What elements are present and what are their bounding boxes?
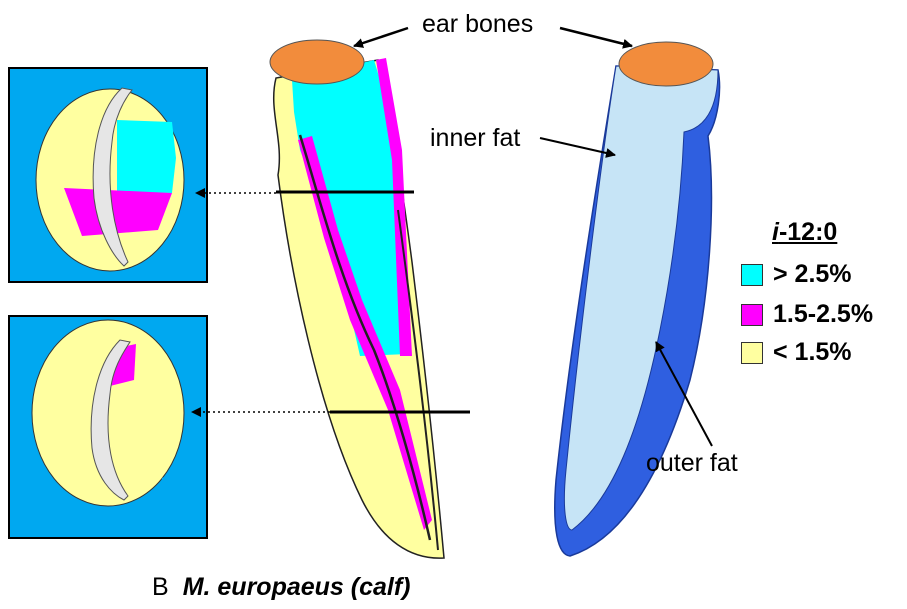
legend-label: 1.5-2.5% [773, 300, 873, 329]
legend-item: > 2.5% [741, 260, 852, 289]
left-ear-bone [270, 40, 364, 84]
cross-section-upper-cyan-region [117, 120, 176, 193]
legend-title-suffix: -12:0 [779, 218, 837, 246]
caption-title: M. europaeus (calf) [183, 573, 411, 601]
right-ear-bone [619, 42, 713, 86]
cross-section-upper-magenta-region [64, 188, 172, 236]
ear-bones-label: ear bones [422, 10, 533, 39]
legend-title: i-12:0 [772, 218, 837, 247]
figure-caption: B M. europaeus (calf) [152, 573, 411, 602]
legend-item: 1.5-2.5% [741, 300, 873, 329]
caption-letter: B [152, 573, 169, 601]
legend-label: < 1.5% [773, 338, 852, 367]
ear-bones-arrow-right [560, 28, 632, 46]
legend-item: < 1.5% [741, 338, 852, 367]
ear-bones-arrow-left [354, 28, 408, 46]
outer-fat-label: outer fat [646, 449, 738, 478]
cross-section-upper [9, 68, 207, 282]
legend-label: > 2.5% [773, 260, 852, 289]
legend-swatch-cyan [741, 264, 763, 286]
legend-title-prefix: i [772, 218, 779, 246]
left-jaw-map [270, 40, 444, 558]
right-jaw-schematic [555, 42, 720, 556]
legend-swatch-yellow [741, 342, 763, 364]
cross-section-lower [9, 316, 207, 538]
legend-swatch-magenta [741, 304, 763, 326]
inner-fat-label: inner fat [430, 124, 520, 153]
